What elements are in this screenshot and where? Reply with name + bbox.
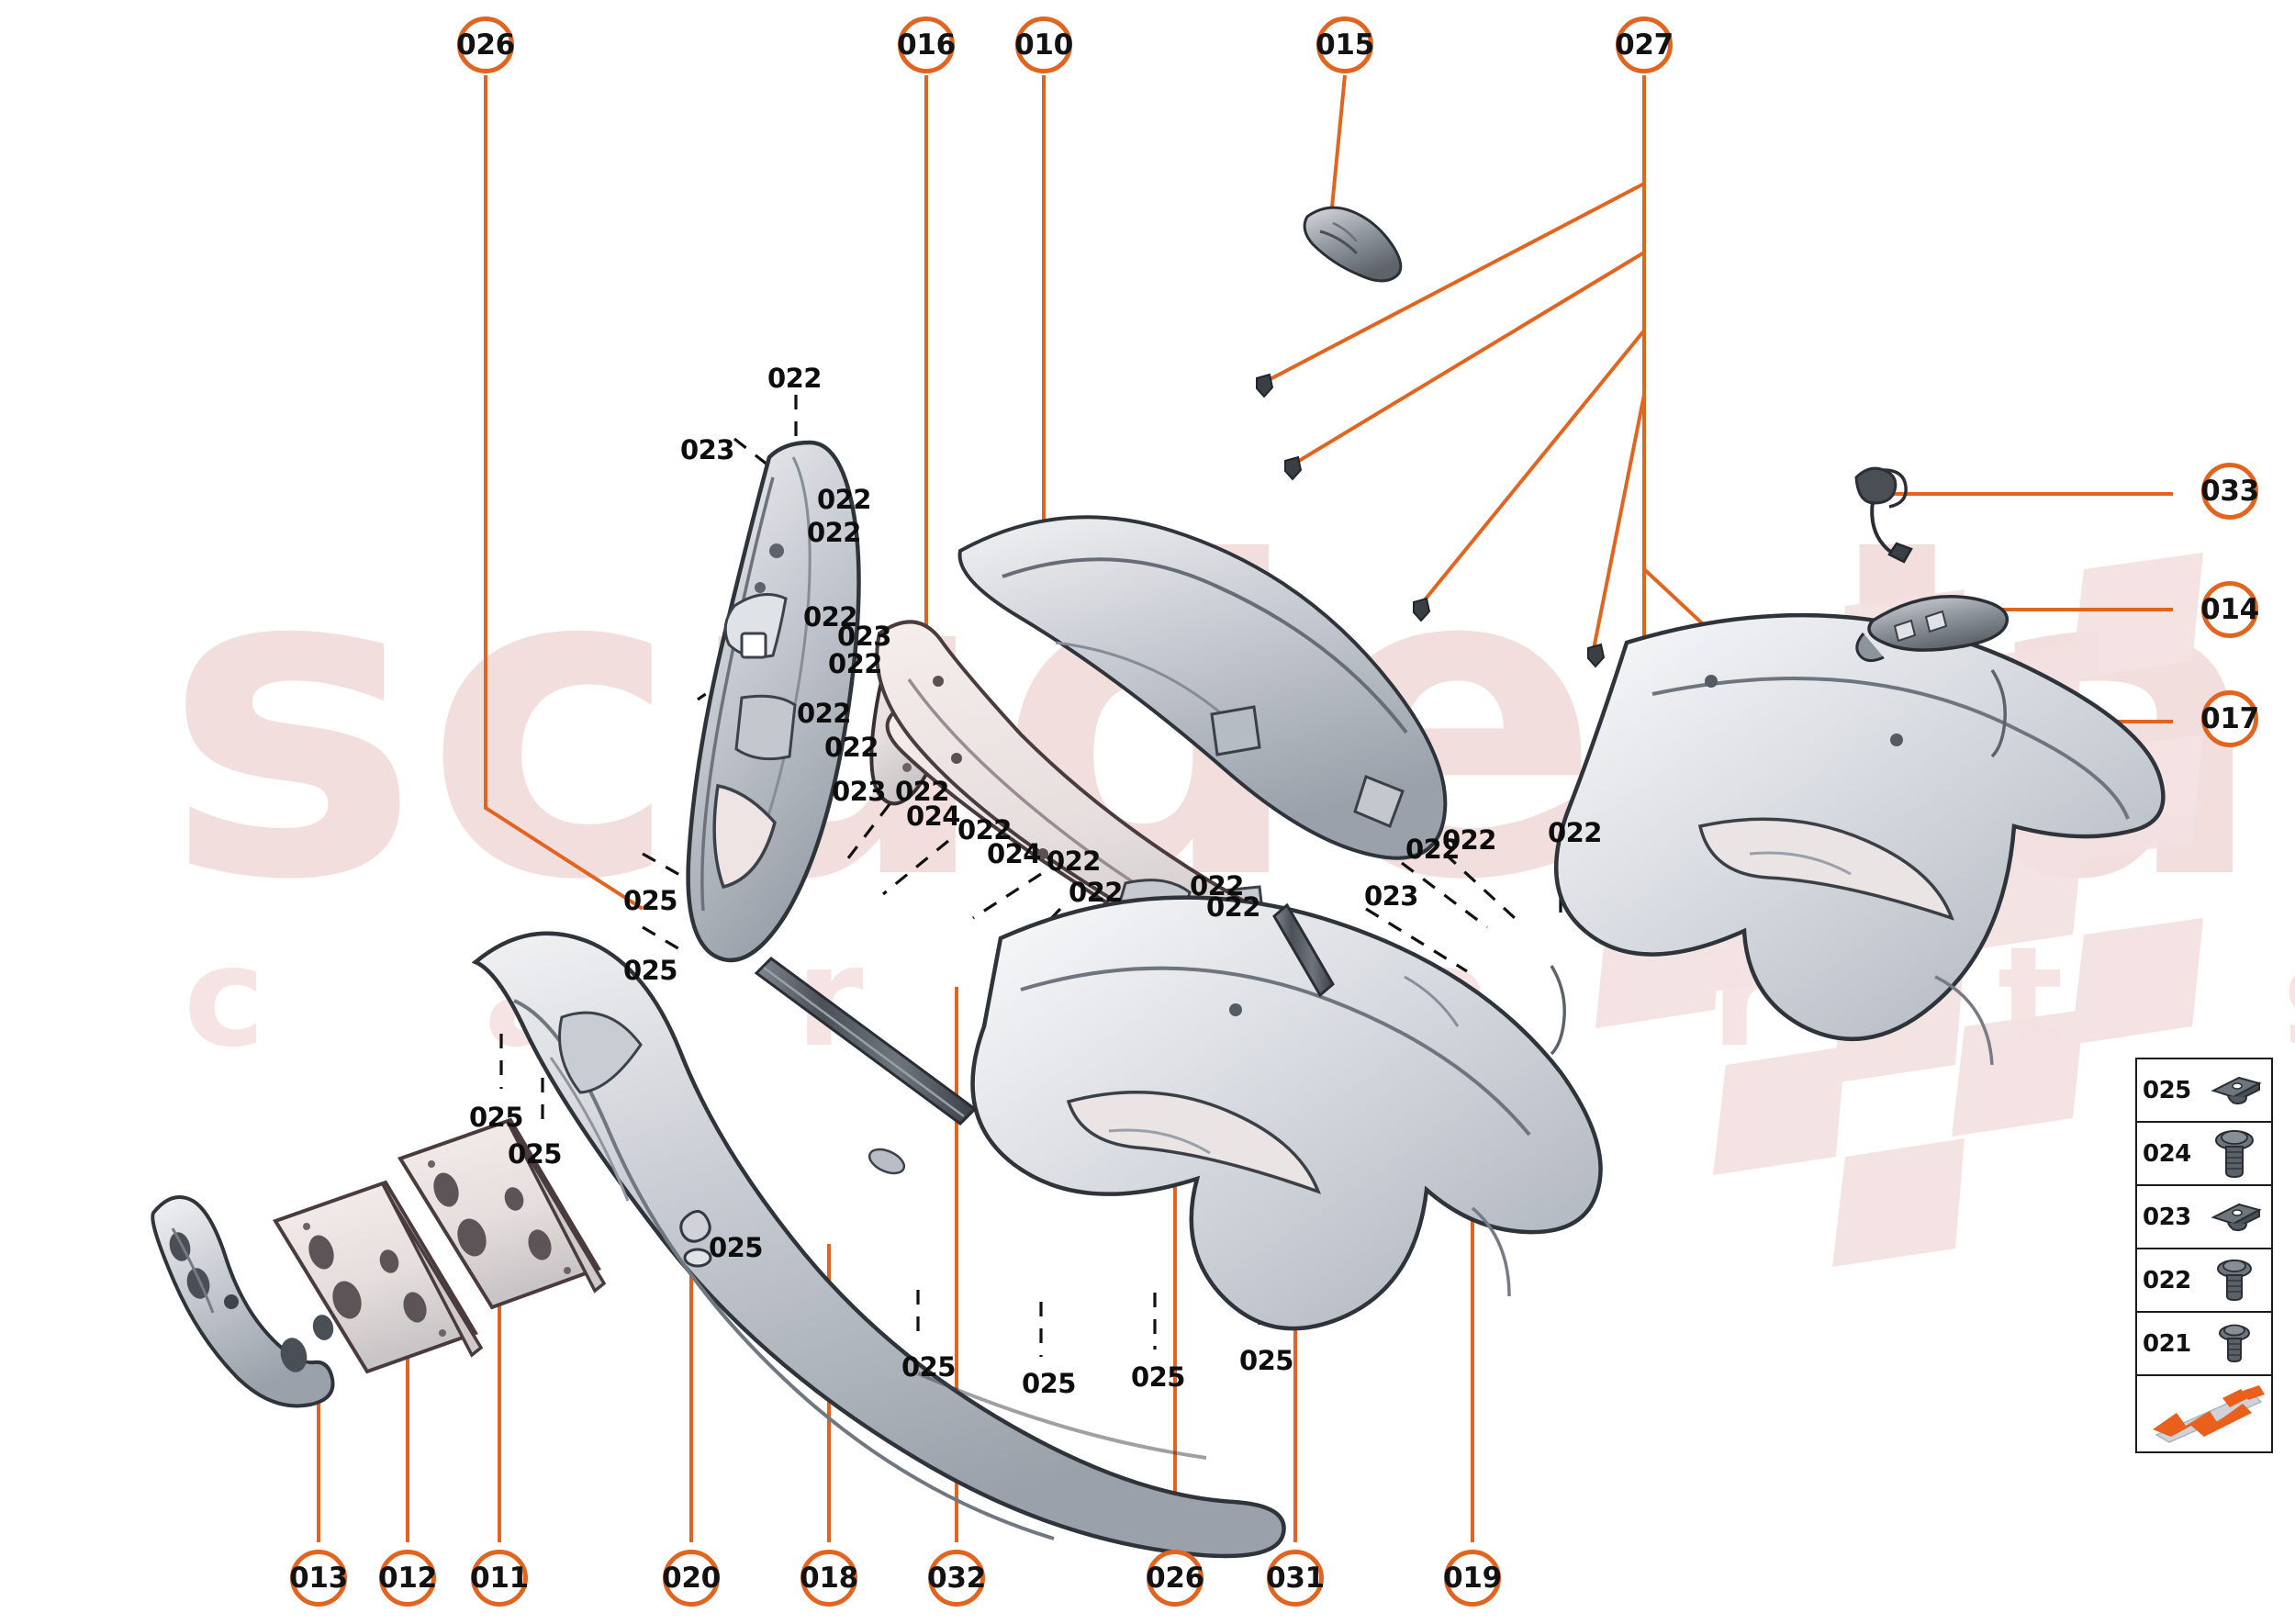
part-tag-022: 022 [797, 698, 851, 729]
part-tag-022: 022 [895, 776, 949, 807]
part-013-lower-brace [151, 1195, 335, 1408]
flange-bolt-large-icon [2203, 1123, 2266, 1184]
callout-031[interactable]: 031 [1266, 1550, 1325, 1607]
part-011-plate-bracket [397, 1117, 607, 1310]
part-tag-024: 024 [987, 838, 1041, 869]
flange-bolt-small-icon [2203, 1313, 2266, 1374]
part-tag-024: 024 [906, 801, 960, 832]
part-tag-023: 023 [837, 621, 891, 652]
part-tag-022: 022 [1206, 891, 1260, 923]
callout-011[interactable]: 011 [470, 1550, 529, 1607]
callout-026-top[interactable]: 026 [456, 17, 515, 73]
part-tag-025: 025 [1022, 1368, 1076, 1399]
part-tag-022: 022 [767, 363, 822, 394]
legend-row-021: 021 [2137, 1313, 2271, 1376]
part-tag-023: 023 [680, 434, 734, 465]
callout-016[interactable]: 016 [897, 17, 956, 73]
part-033-sensor-cable [1854, 466, 1913, 564]
part-tag-022: 022 [1190, 870, 1244, 902]
legend-number-022: 022 [2143, 1266, 2191, 1294]
part-031-support-rod [1272, 902, 1335, 998]
part-tag-025: 025 [508, 1138, 562, 1170]
part-tag-025: 025 [623, 885, 677, 916]
part-019-front-bumper-cover [970, 895, 1603, 1331]
callout-020[interactable]: 020 [662, 1550, 721, 1607]
part-tag-025: 025 [623, 955, 677, 986]
part-023-inner-fender-liner [686, 440, 861, 963]
legend-number-023: 023 [2143, 1203, 2191, 1231]
clip-nut-icon [2203, 1186, 2266, 1248]
part-012-plate-bracket [273, 1180, 484, 1374]
callout-027[interactable]: 027 [1615, 17, 1674, 73]
callout-026-bottom[interactable]: 026 [1146, 1550, 1204, 1607]
legend-number-024: 024 [2143, 1139, 2191, 1168]
flange-bolt-medium-icon [2203, 1249, 2266, 1311]
part-tag-023: 023 [832, 776, 886, 807]
part-010-reinforcement-beam [957, 515, 1448, 860]
part-tag-022: 022 [1047, 846, 1101, 877]
part-tag-025: 025 [1131, 1361, 1185, 1393]
callout-032[interactable]: 032 [927, 1550, 986, 1607]
callout-018[interactable]: 018 [800, 1550, 858, 1607]
checkered-flag-icon [2143, 1376, 2266, 1451]
legend-number-021: 021 [2143, 1329, 2191, 1358]
callout-017[interactable]: 017 [2200, 690, 2259, 747]
callout-015[interactable]: 015 [1315, 17, 1374, 73]
part-tag-022: 022 [1548, 817, 1602, 848]
legend-row-022: 022 [2137, 1249, 2271, 1313]
part-tag-022: 022 [1442, 824, 1496, 856]
part-tag-022: 022 [824, 732, 879, 763]
part-tag-022: 022 [1069, 877, 1123, 908]
legend-number-025: 025 [2143, 1076, 2191, 1104]
part-tag-022: 022 [828, 648, 882, 679]
legend-row-brand-flag [2137, 1376, 2271, 1451]
legend-row-024: 024 [2137, 1123, 2271, 1186]
callout-033[interactable]: 033 [2200, 463, 2259, 520]
legend-row-025: 025 [2137, 1059, 2271, 1123]
part-tag-025: 025 [709, 1232, 763, 1263]
part-tag-022: 022 [1405, 834, 1460, 865]
part-tag-022: 022 [957, 814, 1012, 846]
part-015-bracket [1303, 206, 1403, 283]
fastener-legend: 025 024 [2135, 1058, 2273, 1453]
part-020-clip [679, 1210, 712, 1268]
part-032-trim-strip [754, 957, 978, 1126]
callout-012[interactable]: 012 [378, 1550, 437, 1607]
part-017-bumper-outer-shell [1553, 612, 2166, 1066]
part-tag-022: 022 [817, 484, 871, 515]
part-tag-025: 025 [469, 1102, 523, 1133]
part-tag-022: 022 [803, 601, 857, 633]
part-tag-023: 023 [1364, 880, 1418, 912]
part-tag-025: 025 [901, 1351, 956, 1383]
callout-014[interactable]: 014 [2200, 581, 2259, 638]
callout-013[interactable]: 013 [289, 1550, 348, 1607]
part-tag-022: 022 [807, 517, 861, 548]
callout-019[interactable]: 019 [1443, 1550, 1502, 1607]
clip-nut-icon [2203, 1059, 2266, 1121]
legend-row-023: 023 [2137, 1186, 2271, 1249]
part-tag-025: 025 [1239, 1345, 1293, 1376]
part-018-lower-splitter [471, 931, 1286, 1559]
callout-010[interactable]: 010 [1014, 17, 1073, 73]
